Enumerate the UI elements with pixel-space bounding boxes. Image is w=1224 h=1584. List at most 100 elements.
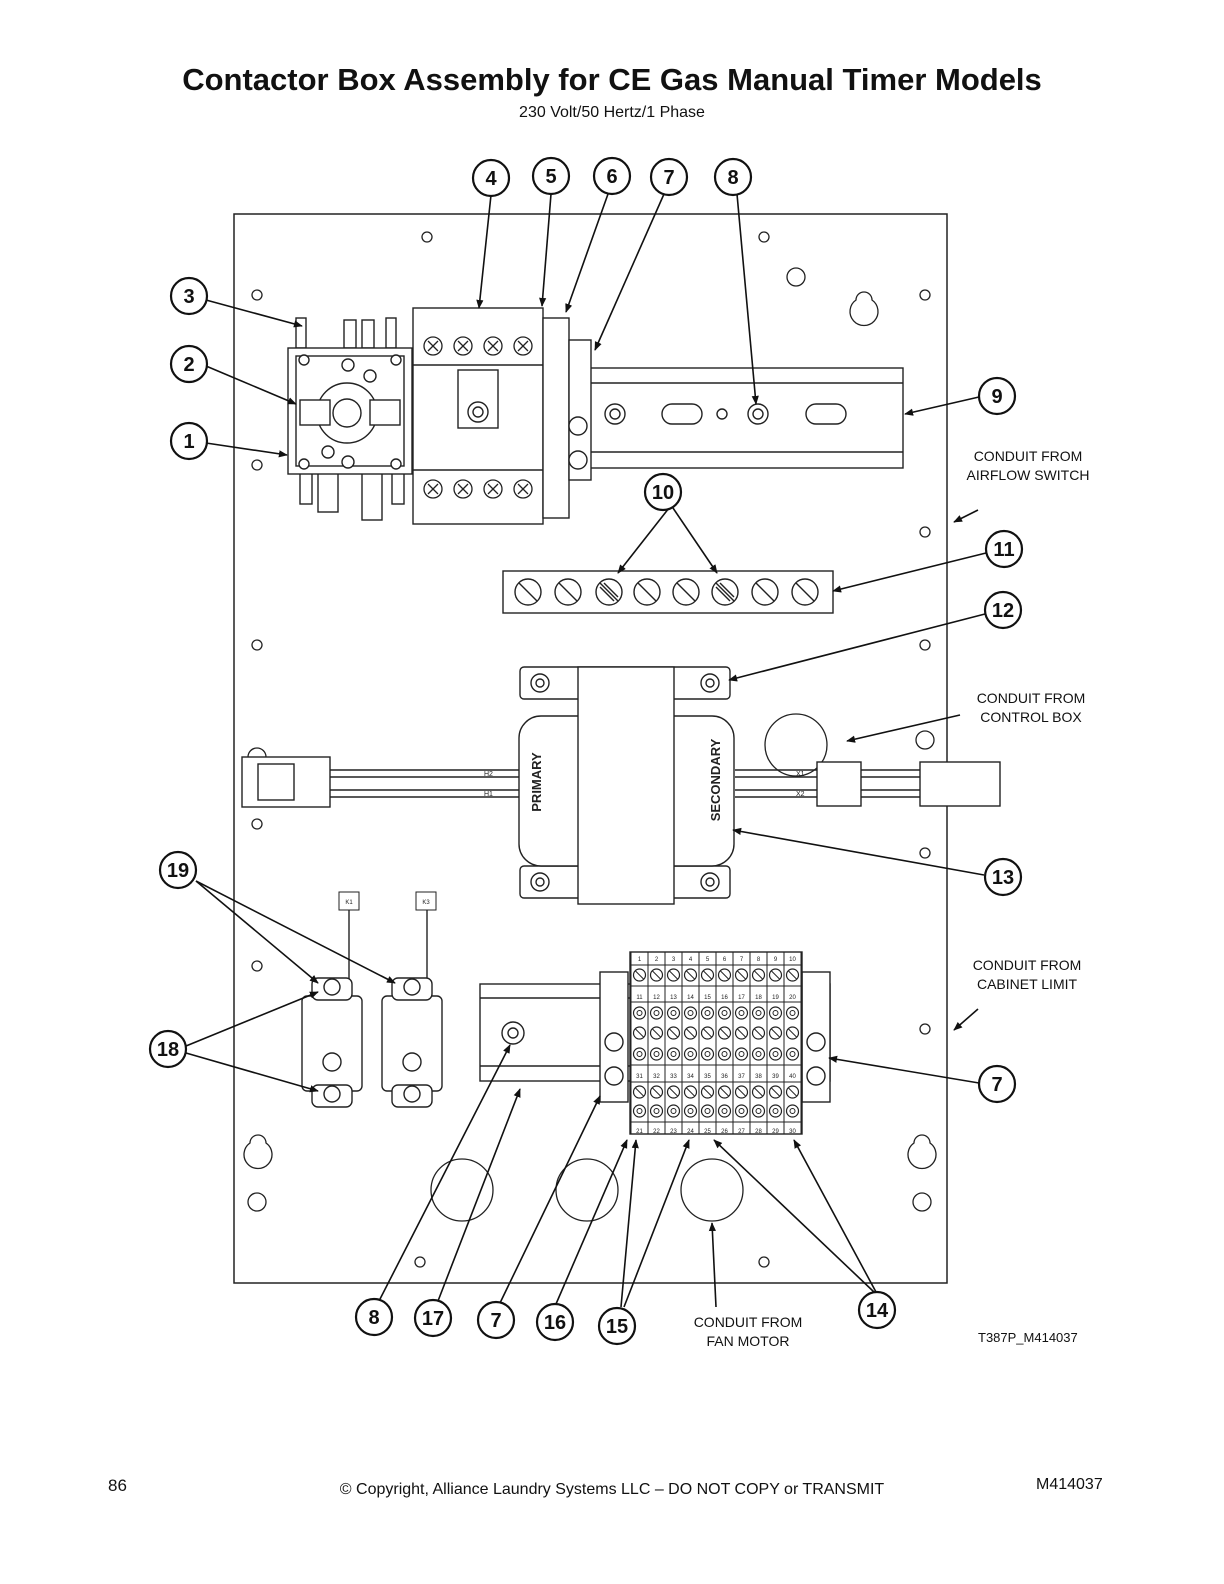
ground-terminal-bar — [502, 570, 834, 614]
contactor-screws — [423, 336, 533, 499]
terminal-number: 14 — [687, 995, 694, 1001]
terminal-number: 34 — [687, 1074, 694, 1080]
callout-9: 9 — [991, 386, 1002, 408]
terminal-number: 19 — [772, 995, 779, 1001]
conduit-fan-line1: CONDUIT FROM — [694, 1314, 803, 1330]
leader-lines — [185, 193, 987, 1308]
conduit-cabinet-line2: CABINET LIMIT — [977, 976, 1078, 992]
callout-7-top: 7 — [663, 167, 674, 189]
callout-4: 4 — [485, 168, 497, 190]
conduit-cabinet-line1: CONDUIT FROM — [973, 957, 1082, 973]
terminal-screw — [632, 1047, 647, 1061]
terminal-number: 23 — [670, 1129, 677, 1135]
terminal-screw — [683, 1104, 698, 1118]
terminal-screw — [649, 1006, 664, 1020]
terminal-number: 16 — [721, 995, 728, 1001]
terminal-screw — [700, 1104, 715, 1118]
terminal-screw — [734, 1006, 749, 1020]
terminal-number: 9 — [774, 957, 778, 963]
callout-14: 14 — [866, 1300, 889, 1322]
transformer-primary-label: PRIMARY — [529, 752, 544, 812]
wire-label-h1: H1 — [484, 791, 493, 798]
terminal-number: 36 — [721, 1074, 728, 1080]
callout-8-bottom: 8 — [368, 1307, 379, 1329]
terminal-number: 12 — [653, 995, 660, 1001]
callout-12: 12 — [992, 600, 1014, 622]
callout-17: 17 — [422, 1308, 444, 1330]
terminal-screw — [734, 1047, 749, 1061]
relay-k3-tag — [415, 891, 437, 911]
relay-k1-tag — [338, 891, 360, 911]
terminal-screw — [717, 1006, 732, 1020]
wire-label-h2: H2 — [484, 771, 493, 778]
terminal-number: 26 — [721, 1129, 728, 1135]
terminal-screw — [666, 1104, 681, 1118]
callout-8-top: 8 — [727, 167, 738, 189]
callout-3: 3 — [183, 286, 194, 308]
terminal-number: 11 — [636, 995, 643, 1001]
terminal-screw — [785, 1006, 800, 1020]
callout-7-bottom: 7 — [490, 1310, 501, 1332]
terminal-screw — [700, 1047, 715, 1061]
callout-2: 2 — [183, 354, 194, 376]
terminal-number: 38 — [755, 1074, 762, 1080]
terminal-number: 6 — [723, 957, 727, 963]
callout-7-right: 7 — [991, 1074, 1002, 1096]
terminal-number: 21 — [636, 1129, 643, 1135]
callout-circles — [148, 156, 1024, 1346]
terminal-number: 29 — [772, 1129, 779, 1135]
callout-1: 1 — [183, 431, 194, 453]
terminal-screw — [700, 1006, 715, 1020]
callout-10: 10 — [652, 482, 674, 504]
back-panel — [233, 213, 948, 1284]
terminal-screw — [768, 1047, 783, 1061]
terminal-screw — [768, 1104, 783, 1118]
relay-k1-label: K1 — [345, 900, 353, 906]
terminal-number: 22 — [653, 1129, 660, 1135]
conduit-labels: CONDUIT FROM AIRFLOW SWITCH CONDUIT FROM… — [694, 448, 1090, 1349]
terminal-number: 13 — [670, 995, 677, 1001]
callout-19: 19 — [167, 860, 189, 882]
terminal-number: 4 — [689, 957, 693, 963]
terminal-screw — [717, 1104, 732, 1118]
terminal-screw — [632, 1006, 647, 1020]
terminal-screw — [717, 1047, 732, 1061]
callout-6: 6 — [606, 166, 617, 188]
terminal-number: 28 — [755, 1129, 762, 1135]
wire-label-x2: X2 — [796, 791, 805, 798]
terminal-number: 7 — [740, 957, 744, 963]
conduit-airflow-line2: AIRFLOW SWITCH — [967, 467, 1090, 483]
page-number: 86 — [108, 1476, 127, 1495]
callout-5: 5 — [545, 166, 556, 188]
conduit-control-line2: CONTROL BOX — [980, 709, 1082, 725]
terminal-number: 1 — [638, 957, 642, 963]
terminal-screw — [649, 1047, 664, 1061]
terminal-screw — [785, 1047, 800, 1061]
callout-11: 11 — [993, 539, 1014, 561]
callout-18: 18 — [157, 1039, 179, 1061]
terminal-screw — [734, 1104, 749, 1118]
drawing-id: T387P_M414037 — [978, 1330, 1078, 1345]
terminal-screw — [666, 1047, 681, 1061]
terminal-number: 33 — [670, 1074, 677, 1080]
terminal-screw — [683, 1006, 698, 1020]
terminal-screw — [683, 1047, 698, 1061]
terminal-number: 2 — [655, 957, 659, 963]
terminal-number: 40 — [789, 1074, 796, 1080]
terminal-number: 17 — [738, 995, 745, 1001]
terminal-number: 20 — [789, 995, 796, 1001]
terminal-number: 24 — [687, 1129, 694, 1135]
terminal-number: 3 — [672, 957, 676, 963]
callout-15: 15 — [606, 1316, 628, 1338]
terminal-number: 18 — [755, 995, 762, 1001]
terminal-number: 15 — [704, 995, 711, 1001]
terminal-number: 35 — [704, 1074, 711, 1080]
terminal-number: 27 — [738, 1129, 745, 1135]
terminal-number: 37 — [738, 1074, 745, 1080]
terminal-number: 10 — [789, 957, 796, 963]
conduit-airflow-line1: CONDUIT FROM — [974, 448, 1083, 464]
terminal-screw — [666, 1006, 681, 1020]
terminal-number: 39 — [772, 1074, 779, 1080]
